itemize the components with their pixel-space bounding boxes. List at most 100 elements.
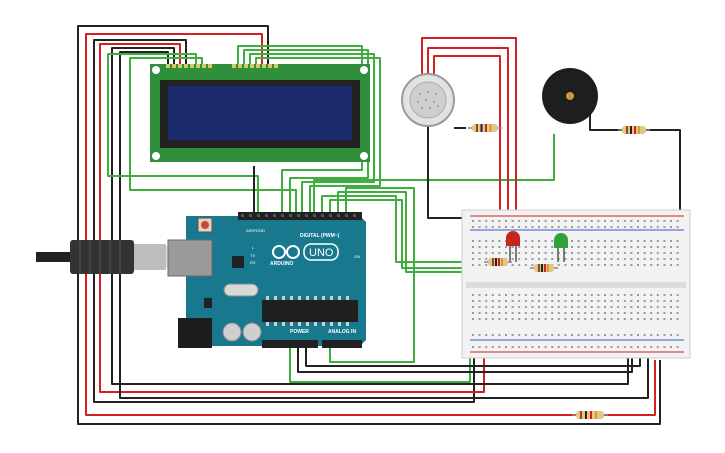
breadboard-hole[interactable] bbox=[623, 346, 626, 348]
breadboard-hole[interactable] bbox=[604, 300, 606, 302]
breadboard-hole[interactable] bbox=[557, 300, 560, 302]
wire-green-5[interactable] bbox=[249, 53, 375, 218]
breadboard-hole[interactable] bbox=[597, 306, 600, 308]
breadboard-hole[interactable] bbox=[538, 294, 540, 296]
breadboard-hole[interactable] bbox=[485, 294, 488, 296]
breadboard-hole[interactable] bbox=[584, 258, 587, 260]
breadboard-hole[interactable] bbox=[485, 246, 488, 248]
piezo-buzzer[interactable] bbox=[542, 68, 598, 124]
breadboard-hole[interactable] bbox=[643, 346, 646, 348]
breadboard-hole[interactable] bbox=[663, 226, 666, 228]
breadboard-hole[interactable] bbox=[551, 312, 554, 314]
breadboard-hole[interactable] bbox=[610, 240, 613, 242]
breadboard-hole[interactable] bbox=[571, 306, 573, 308]
breadboard-hole[interactable] bbox=[538, 312, 540, 314]
breadboard-hole[interactable] bbox=[472, 258, 474, 260]
breadboard-hole[interactable] bbox=[610, 246, 613, 248]
breadboard-hole[interactable] bbox=[544, 258, 547, 260]
breadboard-hole[interactable] bbox=[571, 318, 573, 320]
breadboard-hole[interactable] bbox=[643, 220, 646, 222]
breadboard-hole[interactable] bbox=[623, 240, 626, 242]
breadboard-hole[interactable] bbox=[590, 252, 593, 254]
breadboard-hole[interactable] bbox=[524, 318, 527, 320]
breadboard-hole[interactable] bbox=[623, 300, 626, 302]
breadboard-hole[interactable] bbox=[544, 294, 547, 296]
resistor[interactable] bbox=[572, 411, 608, 419]
breadboard-hole[interactable] bbox=[584, 220, 587, 222]
breadboard-hole[interactable] bbox=[538, 300, 540, 302]
breadboard-hole[interactable] bbox=[524, 312, 527, 314]
breadboard-hole[interactable] bbox=[551, 334, 554, 336]
breadboard-hole[interactable] bbox=[663, 306, 666, 308]
breadboard-hole[interactable] bbox=[472, 306, 474, 308]
breadboard-hole[interactable] bbox=[557, 258, 560, 260]
breadboard-hole[interactable] bbox=[538, 226, 540, 228]
breadboard-hole[interactable] bbox=[643, 312, 646, 314]
breadboard-hole[interactable] bbox=[498, 306, 501, 308]
breadboard-hole[interactable] bbox=[663, 300, 666, 302]
breadboard-hole[interactable] bbox=[650, 252, 653, 254]
breadboard-hole[interactable] bbox=[590, 318, 593, 320]
breadboard-hole[interactable] bbox=[670, 312, 672, 314]
breadboard-hole[interactable] bbox=[531, 252, 534, 254]
breadboard-hole[interactable] bbox=[597, 300, 600, 302]
breadboard-hole[interactable] bbox=[670, 226, 672, 228]
breadboard-hole[interactable] bbox=[478, 318, 481, 320]
breadboard-hole[interactable] bbox=[676, 264, 679, 266]
wire-red-gas-1[interactable] bbox=[421, 37, 517, 232]
breadboard-hole[interactable] bbox=[531, 264, 534, 266]
breadboard-hole[interactable] bbox=[505, 252, 507, 254]
breadboard-hole[interactable] bbox=[538, 334, 540, 336]
breadboard-hole[interactable] bbox=[498, 318, 501, 320]
breadboard-hole[interactable] bbox=[571, 240, 573, 242]
wire-black-buzzer[interactable] bbox=[589, 112, 622, 131]
breadboard-hole[interactable] bbox=[604, 226, 606, 228]
breadboard-hole[interactable] bbox=[590, 264, 593, 266]
breadboard-hole[interactable] bbox=[538, 346, 540, 348]
breadboard-hole[interactable] bbox=[590, 258, 593, 260]
breadboard-hole[interactable] bbox=[491, 246, 494, 248]
wire-green-12[interactable] bbox=[289, 345, 471, 383]
breadboard-hole[interactable] bbox=[617, 240, 620, 242]
breadboard[interactable] bbox=[461, 209, 691, 359]
breadboard-hole[interactable] bbox=[524, 220, 527, 222]
breadboard-hole[interactable] bbox=[505, 312, 507, 314]
breadboard-hole[interactable] bbox=[577, 220, 580, 222]
wire-green-11[interactable] bbox=[313, 134, 555, 218]
breadboard-hole[interactable] bbox=[544, 226, 547, 228]
breadboard-hole[interactable] bbox=[670, 264, 672, 266]
breadboard-hole[interactable] bbox=[590, 240, 593, 242]
breadboard-hole[interactable] bbox=[551, 300, 554, 302]
breadboard-hole[interactable] bbox=[590, 294, 593, 296]
breadboard-hole[interactable] bbox=[485, 240, 488, 242]
breadboard-hole[interactable] bbox=[637, 312, 639, 314]
breadboard-hole[interactable] bbox=[617, 258, 620, 260]
breadboard-hole[interactable] bbox=[544, 246, 547, 248]
breadboard-hole[interactable] bbox=[518, 306, 521, 308]
breadboard-hole[interactable] bbox=[670, 334, 672, 336]
breadboard-hole[interactable] bbox=[610, 312, 613, 314]
breadboard-hole[interactable] bbox=[491, 220, 494, 222]
breadboard-hole[interactable] bbox=[663, 220, 666, 222]
breadboard-hole[interactable] bbox=[597, 294, 600, 296]
breadboard-hole[interactable] bbox=[564, 294, 567, 296]
breadboard-hole[interactable] bbox=[571, 258, 573, 260]
wire-green-6[interactable] bbox=[255, 57, 381, 218]
breadboard-hole[interactable] bbox=[571, 264, 573, 266]
breadboard-hole[interactable] bbox=[472, 252, 474, 254]
breadboard-hole[interactable] bbox=[676, 294, 679, 296]
breadboard-hole[interactable] bbox=[531, 312, 534, 314]
breadboard-hole[interactable] bbox=[623, 306, 626, 308]
breadboard-hole[interactable] bbox=[485, 258, 488, 260]
breadboard-hole[interactable] bbox=[610, 300, 613, 302]
breadboard-hole[interactable] bbox=[577, 264, 580, 266]
breadboard-hole[interactable] bbox=[617, 300, 620, 302]
breadboard-hole[interactable] bbox=[511, 258, 514, 260]
wire-red-1b[interactable] bbox=[604, 360, 656, 416]
breadboard-hole[interactable] bbox=[656, 346, 659, 348]
breadboard-hole[interactable] bbox=[551, 220, 554, 222]
breadboard-hole[interactable] bbox=[604, 312, 606, 314]
breadboard-hole[interactable] bbox=[478, 346, 481, 348]
breadboard-hole[interactable] bbox=[498, 220, 501, 222]
breadboard-hole[interactable] bbox=[577, 312, 580, 314]
